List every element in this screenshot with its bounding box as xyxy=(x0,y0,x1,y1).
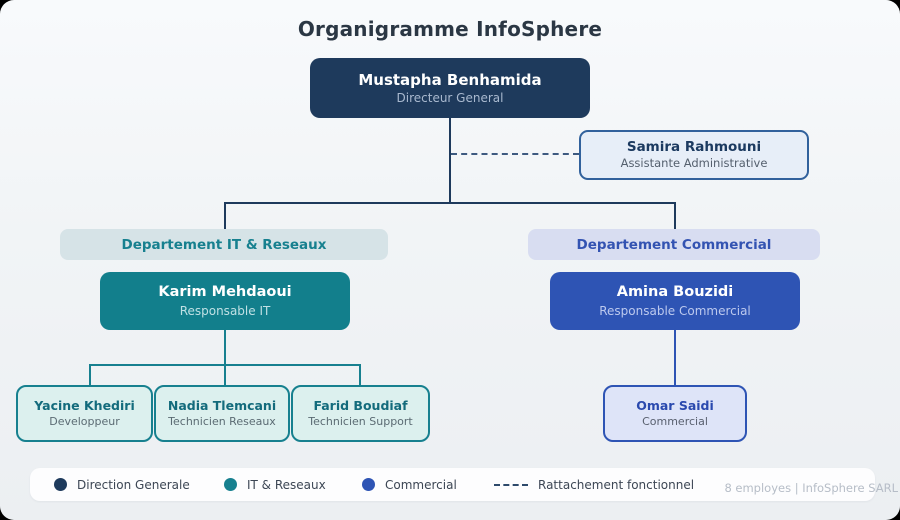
node-role: Commercial xyxy=(642,414,708,428)
legend-label: IT & Reseaux xyxy=(247,477,326,492)
node-it-staff-0: Yacine Khediri Developpeur xyxy=(16,385,153,442)
legend-item-it: IT & Reseaux xyxy=(224,468,326,501)
node-it-staff-2: Farid Boudiaf Technicien Support xyxy=(291,385,430,442)
legend-label: Direction Generale xyxy=(77,477,190,492)
connector-it-stub-1 xyxy=(89,364,91,386)
legend-dot-it xyxy=(224,478,237,491)
legend-label: Rattachement fonctionnel xyxy=(538,477,695,492)
node-name: Nadia Tlemcani xyxy=(167,397,277,413)
node-commercial-manager: Amina Bouzidi Responsable Commercial xyxy=(550,272,800,330)
connector-director-down xyxy=(449,118,451,204)
connector-it-stub-2 xyxy=(224,364,226,386)
node-name: Samira Rahmouni xyxy=(626,139,762,156)
legend-dot-direction xyxy=(54,478,67,491)
node-name: Amina Bouzidi xyxy=(616,284,734,301)
legend-item-direction: Direction Generale xyxy=(54,468,190,501)
dashed-line-sample xyxy=(494,483,528,486)
node-role: Technicien Support xyxy=(308,414,413,428)
connector-dashed-assistant xyxy=(451,153,579,155)
node-name: Yacine Khediri xyxy=(34,397,135,413)
connector-right-branch xyxy=(674,202,676,230)
node-role: Assistante Administrative xyxy=(620,156,768,171)
node-director: Mustapha Benhamida Directeur General xyxy=(310,58,590,118)
connector-left-branch xyxy=(224,202,226,230)
node-role: Responsable Commercial xyxy=(599,303,751,318)
node-commercial-staff-0: Omar Saidi Commercial xyxy=(603,385,747,442)
node-role: Responsable IT xyxy=(179,303,271,318)
legend-item-commercial: Commercial xyxy=(362,468,457,501)
page-title: Organigramme InfoSphere xyxy=(297,17,603,41)
legend-dot-commercial xyxy=(362,478,375,491)
node-name: Omar Saidi xyxy=(636,397,714,413)
node-name: Mustapha Benhamida xyxy=(358,70,542,89)
node-role: Developpeur xyxy=(49,414,120,428)
dept-label-commercial: Departement Commercial xyxy=(528,229,820,260)
node-it-manager: Karim Mehdaoui Responsable IT xyxy=(100,272,350,330)
connector-it-stub-3 xyxy=(359,364,361,386)
node-it-staff-1: Nadia Tlemcani Technicien Reseaux xyxy=(154,385,290,442)
footer-note: 8 employes | InfoSphere SARL xyxy=(724,481,898,495)
legend-label: Commercial xyxy=(385,477,457,492)
node-name: Farid Boudiaf xyxy=(313,397,408,413)
legend-bar: Direction Generale IT & Reseaux Commerci… xyxy=(30,468,875,501)
legend-item-dashed: Rattachement fonctionnel xyxy=(494,468,694,501)
node-assistant: Samira Rahmouni Assistante Administrativ… xyxy=(579,130,809,180)
dept-label-it: Departement IT & Reseaux xyxy=(60,229,388,260)
connector-commercial-down xyxy=(674,330,676,386)
connector-itmanager-down xyxy=(224,330,226,366)
node-role: Directeur General xyxy=(396,91,504,106)
node-role: Technicien Reseaux xyxy=(168,414,276,428)
node-name: Karim Mehdaoui xyxy=(158,284,292,301)
connector-main-horizontal xyxy=(224,202,676,204)
